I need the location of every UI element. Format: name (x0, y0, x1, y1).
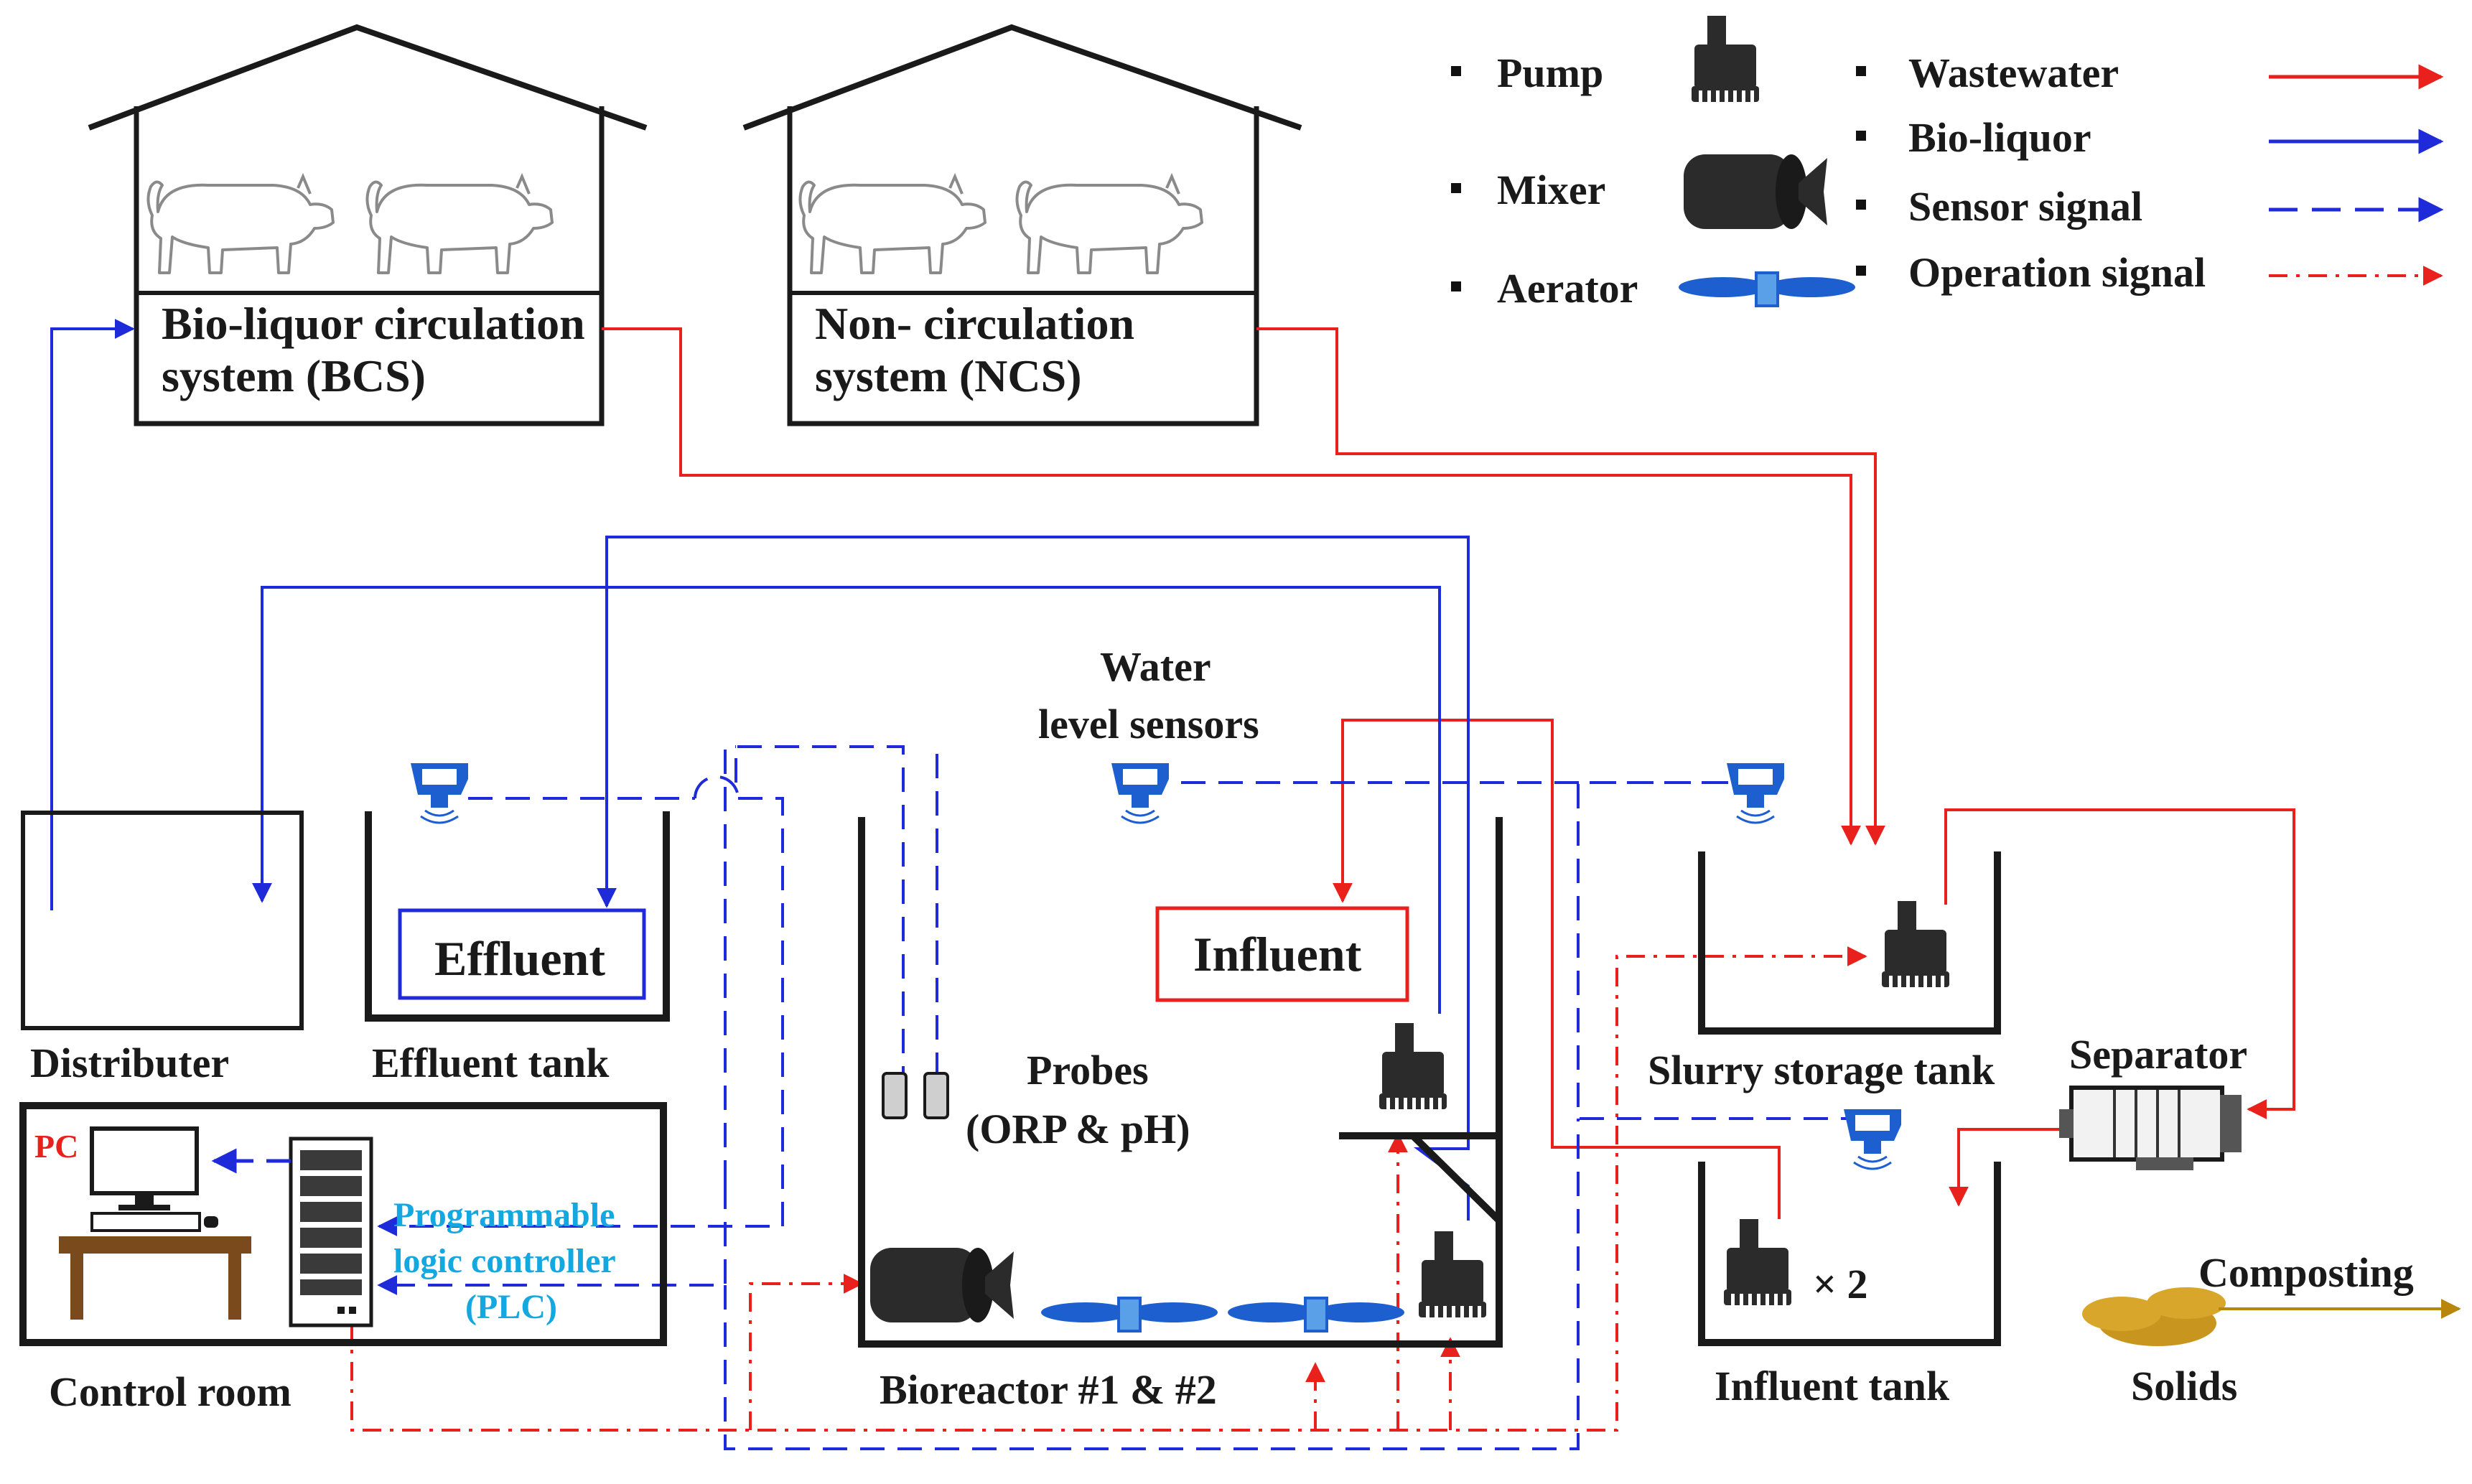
control-room-label: Control room (49, 1368, 291, 1415)
legend-bioliquor-label: Bio-liquor (1908, 114, 2091, 161)
legend-sensor-signal-label: Sensor signal (1908, 183, 2142, 230)
legend-wastewater-label: Wastewater (1908, 50, 2119, 96)
level-sensor-icon (409, 762, 470, 824)
pump-icon (1692, 16, 1759, 102)
pig-icon (365, 175, 554, 274)
separator-label: Separator (2069, 1031, 2247, 1078)
water-label-line1: Water (1100, 643, 1211, 690)
level-sensor-icon (1725, 762, 1786, 824)
influent-tank: × 2 Influent tank (1698, 1108, 2001, 1409)
pump-icon (1379, 1023, 1447, 1109)
slurry-tank-label: Slurry storage tank (1648, 1047, 1995, 1093)
plc-rack-icon (289, 1137, 373, 1327)
pump-icon (1419, 1231, 1486, 1317)
probes-label-line1: Probes (1027, 1047, 1149, 1093)
legend: Pump Mixer Aerator Wastewater Bio-liquor… (1451, 16, 2444, 312)
pc-monitor-icon (90, 1126, 218, 1232)
probes-label-line2: (ORP & pH) (966, 1106, 1190, 1152)
aerator-icon (1226, 1297, 1406, 1333)
ncs-label-line1: Non- circulation (815, 298, 1134, 349)
water-label-line2: level sensors (1038, 701, 1259, 747)
legend-pump-label: Pump (1497, 50, 1603, 96)
plc-label-line2: logic controller (393, 1242, 616, 1280)
control-room: Control room PC Programmable (19, 1102, 667, 1415)
bioreactor-label: Bioreactor #1 & #2 (880, 1366, 1217, 1413)
aerator-icon (1040, 1297, 1219, 1333)
desk-icon (59, 1236, 251, 1320)
influent-tank-label: Influent tank (1715, 1363, 1950, 1409)
barn-bcs: Bio-liquor circulation system (BCS) (88, 24, 648, 426)
aerator-icon (1677, 271, 1857, 307)
separator: Separator (2059, 1031, 2247, 1170)
solids-label: Solids (2131, 1363, 2237, 1409)
legend-aerator-label: Aerator (1497, 265, 1638, 312)
solids: Composting Solids (2082, 1249, 2461, 1409)
pig-icon (146, 175, 335, 274)
composting-label: Composting (2198, 1249, 2414, 1296)
distributer: Distributer (21, 811, 304, 1086)
bioreactor: Influent Bioreactor #1 & #2 Probes (ORP … (858, 762, 1503, 1413)
wastewater-lines (602, 327, 2295, 1219)
distributer-label: Distributer (30, 1040, 229, 1086)
pig-icon (798, 175, 987, 274)
slurry-storage-tank: Slurry storage tank (1648, 762, 2001, 1093)
effluent-tank-label: Effluent tank (372, 1040, 610, 1086)
operation-signal-lines (350, 946, 1867, 1432)
pig-icon (1015, 175, 1203, 274)
probe-icon (882, 1072, 908, 1119)
bioliquor-lines (50, 319, 1470, 1221)
probe-icon (923, 1072, 949, 1119)
level-sensor-icon (1842, 1108, 1903, 1170)
pc-label: PC (34, 1128, 78, 1165)
ncs-label-line2: system (NCS) (815, 350, 1082, 401)
barn-ncs: Non- circulation system (NCS) (742, 24, 1302, 426)
plc-label-line3: (PLC) (465, 1288, 557, 1326)
level-sensor-icon (1110, 762, 1170, 824)
influent-box-label: Influent (1193, 927, 1362, 981)
pump-icon (1724, 1219, 1791, 1305)
sensor-signal-lines (377, 745, 1865, 1450)
bcs-label-line1: Bio-liquor circulation (162, 298, 585, 349)
bcs-label-line2: system (BCS) (162, 350, 426, 401)
mixer-icon (1684, 154, 1827, 229)
legend-mixer-label: Mixer (1497, 167, 1605, 213)
effluent-tank: Effluent Effluent tank (365, 762, 670, 1086)
plc-label-line1: Programmable (393, 1196, 615, 1234)
pump-icon (1882, 901, 1949, 987)
mixer-icon (870, 1248, 1014, 1322)
pump-multiplier: × 2 (1813, 1261, 1868, 1307)
legend-operation-signal-label: Operation signal (1908, 249, 2206, 296)
effluent-box-label: Effluent (434, 931, 605, 986)
